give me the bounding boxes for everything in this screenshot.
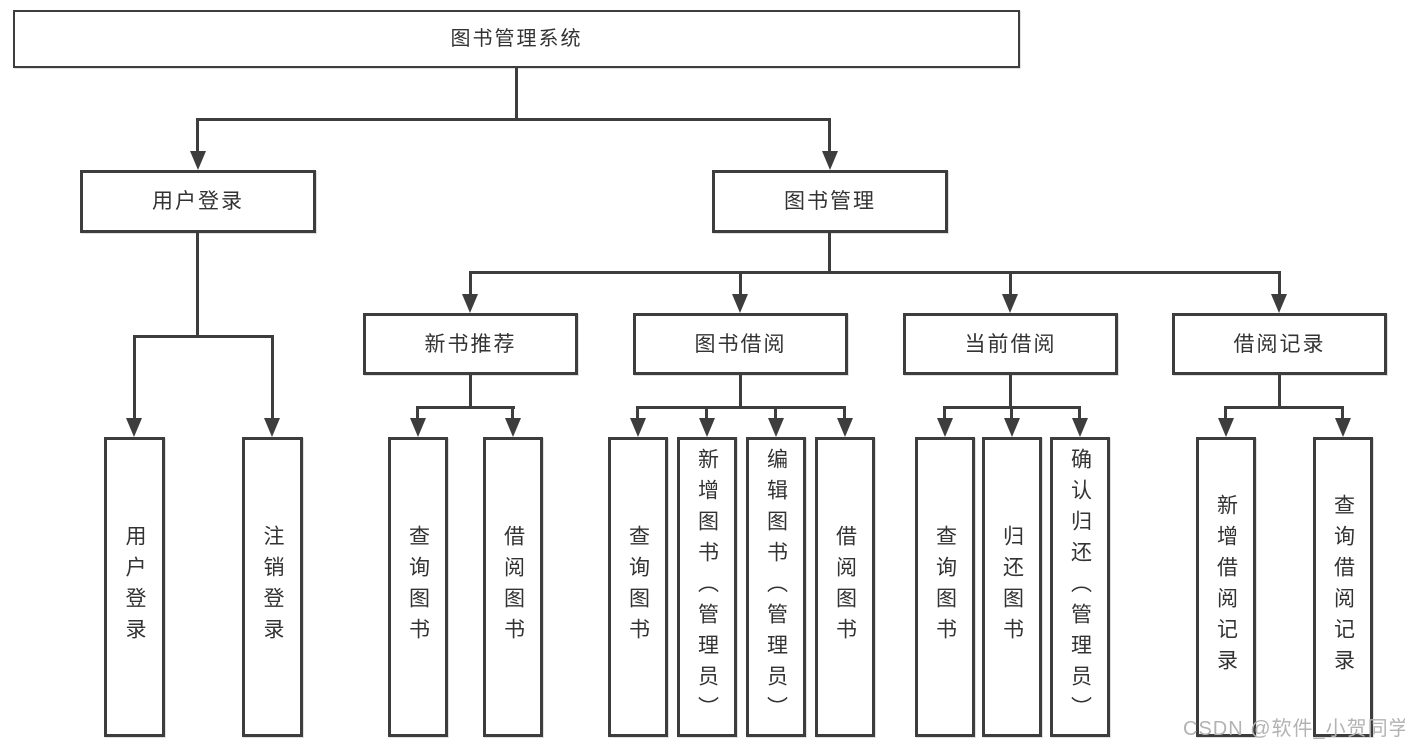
- connector-vline: [843, 406, 846, 419]
- connector-vline: [1341, 406, 1344, 419]
- watermark: CSDN @软件_小贺同学: [1183, 718, 1405, 740]
- node-label: 新书推荐: [424, 332, 517, 356]
- connector-vline: [739, 271, 742, 296]
- connector-vline: [271, 335, 274, 419]
- node-label: 编辑图书（管理员）: [764, 447, 788, 727]
- arrow-down-icon: [264, 418, 280, 437]
- arrow-down-icon: [505, 418, 521, 437]
- node-book-management: 图书管理: [712, 170, 948, 233]
- connector-hline: [469, 271, 1281, 274]
- connector-vline: [828, 233, 831, 273]
- connector-vline: [469, 271, 472, 296]
- arrow-down-icon: [1271, 294, 1287, 313]
- arrow-down-icon: [410, 418, 426, 437]
- node-label: 图书借阅: [694, 332, 787, 356]
- connector-vline: [636, 406, 639, 419]
- connector-vline: [469, 375, 472, 408]
- connector-vline: [739, 375, 742, 408]
- connector-vline: [196, 233, 199, 337]
- node-label: 用户登录: [152, 190, 244, 213]
- arrow-down-icon: [462, 294, 478, 313]
- node-label: 借阅记录: [1233, 332, 1326, 356]
- connector-vline: [828, 118, 831, 152]
- node-borrowing-records: 借阅记录: [1172, 313, 1387, 375]
- node-new-book-recommend: 新书推荐: [363, 313, 578, 375]
- leaf-records-query-borrow-record: 查询借阅记录: [1313, 437, 1373, 737]
- arrow-down-icon: [190, 151, 206, 170]
- leaf-newbooks-query-books: 查询图书: [388, 437, 448, 737]
- node-book-borrowing: 图书借阅: [633, 313, 848, 375]
- node-label: 查询借阅记录: [1331, 494, 1355, 680]
- node-label: 图书管理系统: [450, 28, 583, 50]
- connector-vline: [774, 406, 777, 419]
- leaf-borrowing-query-books: 查询图书: [608, 437, 668, 737]
- leaf-newbooks-borrow-books: 借阅图书: [483, 437, 543, 737]
- arrow-down-icon: [822, 151, 838, 170]
- node-label: 查询图书: [406, 525, 430, 649]
- arrow-down-icon: [1072, 418, 1088, 437]
- connector-vline: [1010, 406, 1013, 419]
- connector-vline: [515, 68, 518, 121]
- arrow-down-icon: [126, 418, 142, 437]
- leaf-current-query-books: 查询图书: [915, 437, 975, 737]
- node-label: 新增图书（管理员）: [695, 447, 719, 727]
- connector-hline: [133, 335, 274, 338]
- node-label: 借阅图书: [833, 525, 857, 649]
- arrow-down-icon: [1002, 294, 1018, 313]
- node-current-borrowing: 当前借阅: [903, 313, 1118, 375]
- node-label: 确认归还（管理员）: [1068, 447, 1092, 727]
- arrow-down-icon: [1335, 418, 1351, 437]
- connector-vline: [416, 406, 419, 419]
- node-user-login: 用户登录: [80, 170, 316, 233]
- connector-hline: [636, 406, 846, 409]
- connector-vline: [1278, 375, 1281, 408]
- arrow-down-icon: [837, 418, 853, 437]
- leaf-borrowing-borrow-books: 借阅图书: [815, 437, 875, 737]
- node-label: 新增借阅记录: [1214, 494, 1238, 680]
- connector-vline: [1224, 406, 1227, 419]
- connector-vline: [196, 118, 199, 152]
- arrow-down-icon: [1004, 418, 1020, 437]
- leaf-records-add-borrow-record: 新增借阅记录: [1196, 437, 1256, 737]
- connector-vline: [1278, 271, 1281, 296]
- connector-vline: [133, 335, 136, 419]
- connector-vline: [1078, 406, 1081, 419]
- arrow-down-icon: [768, 418, 784, 437]
- node-label: 用户登录: [123, 525, 146, 649]
- node-label: 查询图书: [626, 525, 650, 649]
- leaf-logout: 注销登录: [242, 437, 303, 737]
- connector-vline: [943, 406, 946, 419]
- arrow-down-icon: [732, 294, 748, 313]
- node-label: 当前借阅: [964, 332, 1057, 356]
- leaf-user-login: 用户登录: [104, 437, 165, 737]
- connector-hline: [196, 118, 831, 121]
- arrow-down-icon: [699, 418, 715, 437]
- node-label: 查询图书: [933, 525, 957, 649]
- node-label: 归还图书: [1000, 525, 1024, 649]
- leaf-borrowing-edit-books-admin: 编辑图书（管理员）: [746, 437, 806, 737]
- connector-vline: [511, 406, 514, 419]
- node-label: 图书管理: [784, 190, 876, 213]
- connector-vline: [1009, 375, 1012, 408]
- connector-hline: [1224, 406, 1344, 409]
- leaf-current-return-books: 归还图书: [982, 437, 1042, 737]
- node-book-management-system: 图书管理系统: [13, 10, 1020, 68]
- connector-hline: [417, 406, 515, 409]
- leaf-current-confirm-return-admin: 确认归还（管理员）: [1050, 437, 1110, 737]
- connector-vline: [1009, 271, 1012, 296]
- node-label: 借阅图书: [501, 525, 525, 649]
- arrow-down-icon: [630, 418, 646, 437]
- leaf-borrowing-add-books-admin: 新增图书（管理员）: [677, 437, 737, 737]
- arrow-down-icon: [1218, 418, 1234, 437]
- node-label: 注销登录: [261, 525, 284, 649]
- arrow-down-icon: [937, 418, 953, 437]
- connector-vline: [705, 406, 708, 419]
